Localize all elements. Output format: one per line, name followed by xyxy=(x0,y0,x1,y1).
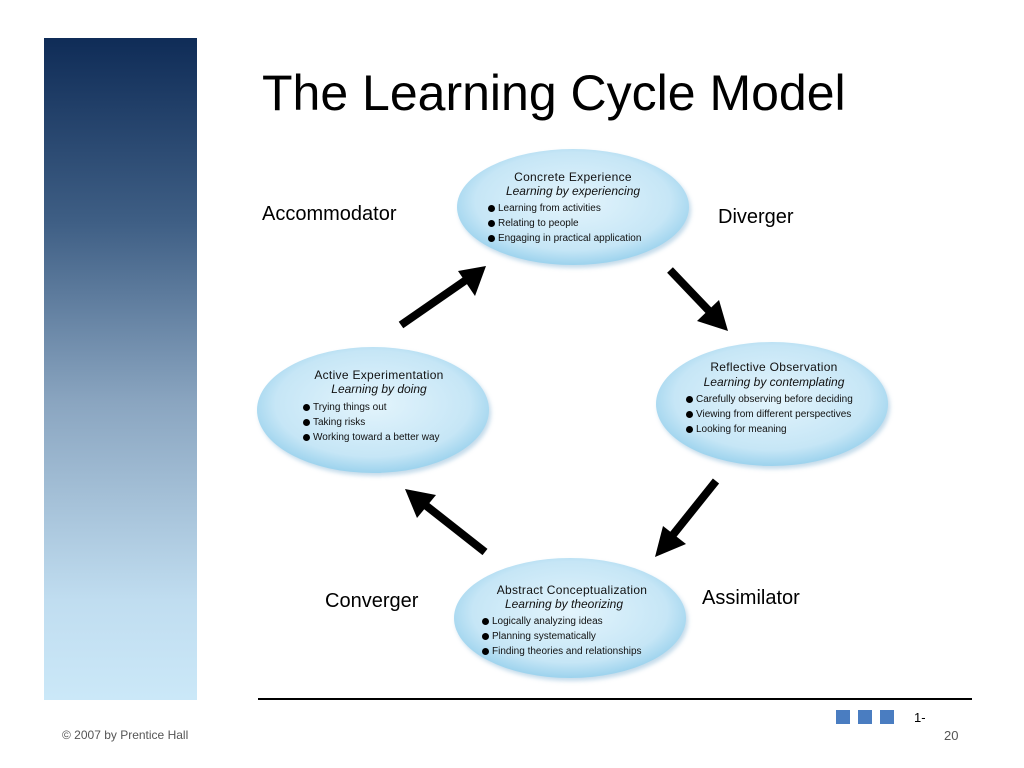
list-item: Planning systematically xyxy=(482,629,642,644)
node-subtitle: Learning by doing xyxy=(331,382,427,396)
list-item: Relating to people xyxy=(488,216,641,231)
label-diverger: Diverger xyxy=(718,206,794,228)
slide-title: The Learning Cycle Model xyxy=(262,65,846,121)
footer-divider xyxy=(258,698,972,700)
oval-reflective-observation xyxy=(656,342,888,466)
list-item: Finding theories and relationships xyxy=(482,644,642,659)
page-square-decor xyxy=(836,710,850,724)
node-heading: Active Experimentation xyxy=(314,368,444,382)
label-converger: Converger xyxy=(325,590,419,612)
list-item: Learning from activities xyxy=(488,201,641,216)
arrow-top-right xyxy=(667,267,728,331)
arrow-top-left xyxy=(398,266,486,329)
label-accommodator: Accommodator xyxy=(262,203,397,225)
node-heading: Concrete Experience xyxy=(514,170,632,184)
node-subtitle: Learning by theorizing xyxy=(504,597,624,611)
node-bullet-list: Trying things out Taking risks Working t… xyxy=(303,400,443,445)
oval-abstract-conceptualization xyxy=(454,558,686,678)
copyright-text: © 2007 by Prentice Hall xyxy=(62,728,189,742)
list-item: Carefully observing before deciding xyxy=(686,392,853,407)
list-item: Taking risks xyxy=(303,415,443,430)
chapter-prefix: 1- xyxy=(914,710,926,725)
page-square-decor xyxy=(880,710,894,724)
node-bullet-list: Carefully observing before deciding View… xyxy=(686,392,853,437)
node-bullet-list: Learning from activities Relating to peo… xyxy=(488,201,641,246)
node-bullet-list: Logically analyzing ideas Planning syste… xyxy=(482,614,642,659)
node-subtitle: Learning by contemplating xyxy=(703,375,845,389)
list-item: Looking for meaning xyxy=(686,422,853,437)
list-item: Trying things out xyxy=(303,400,443,415)
oval-concrete-experience xyxy=(457,149,689,265)
sidebar-gradient-bar xyxy=(44,38,197,700)
arrow-bottom-left xyxy=(405,489,488,556)
list-item: Engaging in practical application xyxy=(488,231,641,246)
list-item: Viewing from different perspectives xyxy=(686,407,853,422)
node-heading: Reflective Observation xyxy=(710,360,838,374)
arrow-bottom-right xyxy=(655,478,720,557)
list-item: Logically analyzing ideas xyxy=(482,614,642,629)
list-item: Working toward a better way xyxy=(303,430,443,445)
page-number: 20 xyxy=(944,728,959,743)
page-square-decor xyxy=(858,710,872,724)
oval-active-experimentation xyxy=(257,347,489,473)
node-subtitle: Learning by experiencing xyxy=(505,184,641,198)
label-assimilator: Assimilator xyxy=(702,587,800,609)
node-heading: Abstract Conceptualization xyxy=(496,583,648,597)
